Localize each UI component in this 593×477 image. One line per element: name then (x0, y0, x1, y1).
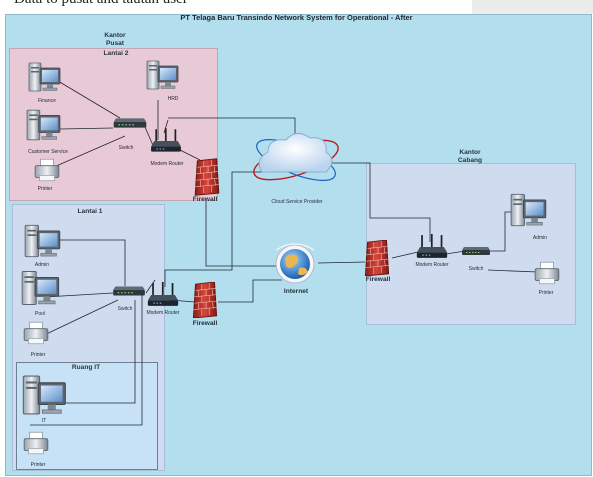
label-printer-cabang: Printer (538, 290, 554, 296)
zone-label-ruang-it: Ruang IT (71, 364, 101, 371)
switch-icon-lantai2 (113, 118, 147, 128)
label-switch-cabang: Switch (468, 266, 484, 272)
computer-icon-customer-service (26, 109, 61, 141)
globe-icon (275, 243, 315, 284)
label-firewall-cabang: Firewall (365, 276, 391, 283)
label-firewall-l2: Firewall (192, 196, 218, 203)
label-printer-l2: Printer (37, 186, 53, 192)
cloud-icon (253, 133, 339, 181)
computer-icon-admin (24, 224, 61, 258)
label-internet: Internet (283, 288, 309, 295)
header-fragment-text: Data to pusat and tautan user (14, 0, 188, 8)
router-icon-lantai1 (147, 282, 179, 306)
label-modem-router-cabang: Modem Router (415, 262, 449, 268)
zone-kantor-cabang (366, 163, 576, 325)
label-customer-service: Customer Service (28, 149, 68, 155)
firewall-icon-lantai1 (192, 282, 218, 318)
label-modem-router-l1: Modem Router (146, 310, 180, 316)
computer-icon-admin-cabang (510, 193, 547, 227)
diagram-title: PT Telaga Baru Transindo Network System … (180, 13, 413, 22)
label-switch-l2: Switch (118, 145, 134, 151)
computer-icon-finance (28, 62, 61, 92)
printer-icon-lantai1 (23, 321, 49, 345)
computer-icon-it (22, 375, 66, 415)
switch-icon-cabang (462, 247, 490, 255)
label-admin-l1: Admin (34, 262, 50, 268)
label-cloud: Cloud Service Provider (271, 199, 323, 205)
router-icon-cabang (416, 234, 448, 258)
computer-icon-pool (21, 270, 60, 306)
printer-icon-lantai2 (34, 158, 60, 182)
label-hrd: HRD (167, 96, 179, 102)
label-finance: Finance (38, 98, 56, 104)
printer-icon-cabang (534, 261, 560, 285)
label-switch-l1: Switch (117, 306, 133, 312)
label-admin-cabang: Admin (532, 235, 548, 241)
label-pool: Pool (34, 311, 46, 317)
header-grey-block (472, 0, 593, 14)
switch-icon-lantai1 (113, 286, 145, 296)
label-printer-l1: Printer (30, 352, 46, 358)
firewall-icon-cabang (364, 240, 390, 276)
zone-label-kantor-cabang: Kantor Cabang (457, 149, 483, 164)
label-firewall-l1: Firewall (192, 320, 218, 327)
computer-icon-hrd (146, 60, 179, 90)
zone-label-kantor-pusat: Kantor Pusat (104, 32, 126, 47)
zone-label-lantai2: Lantai 2 (103, 50, 129, 57)
printer-icon-it (23, 431, 49, 455)
header-fragment: Data to pusat and tautan user (0, 0, 593, 14)
label-printer-it: Printer (30, 462, 46, 468)
label-it: IT (41, 418, 47, 424)
label-modem-router-l2: Modem Router (150, 161, 184, 167)
zone-label-lantai1: Lantai 1 (77, 208, 103, 215)
router-icon-lantai2 (151, 128, 181, 152)
firewall-icon-lantai2 (194, 158, 220, 196)
connections (30, 80, 539, 426)
